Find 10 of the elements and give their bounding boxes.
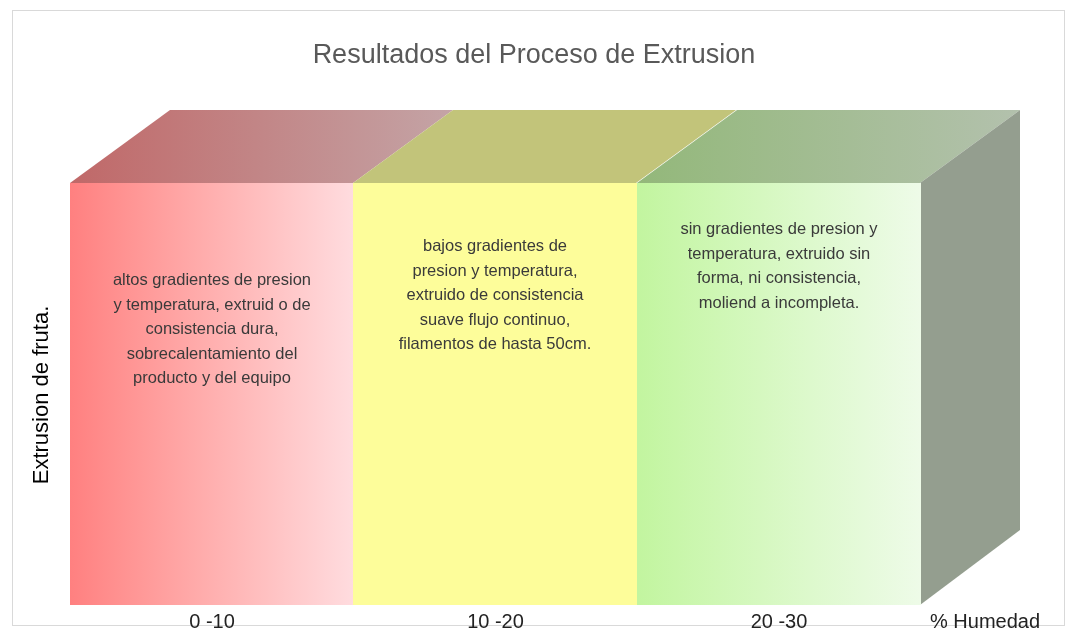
panel-text: sin gradientes de presion y temperatura, extruido sin forma, ni consistencia, moliend a incompleta. bbox=[679, 218, 879, 313]
axis-tick-label: 0 -10 bbox=[188, 609, 236, 633]
range-panel bbox=[353, 183, 637, 605]
chart-title: Resultados del Proceso de Extrusion bbox=[312, 38, 756, 71]
panel-text: bajos gradientes de presion y temperatura, extruido de consistencia suave flujo continuo, filamentos de hasta 50cm. bbox=[397, 235, 593, 354]
axis-tick-label: 20 -30 bbox=[749, 609, 809, 633]
axis-title: Extrusion de fruta. bbox=[26, 305, 54, 485]
axis-title: % Humedad bbox=[930, 609, 1041, 633]
axis-tick-label: 10 -20 bbox=[466, 609, 525, 633]
panel-text: altos gradientes de presion y temperatura, extruid o de consistencia dura, sobrecalentamiento del producto y del equipo bbox=[111, 269, 313, 388]
